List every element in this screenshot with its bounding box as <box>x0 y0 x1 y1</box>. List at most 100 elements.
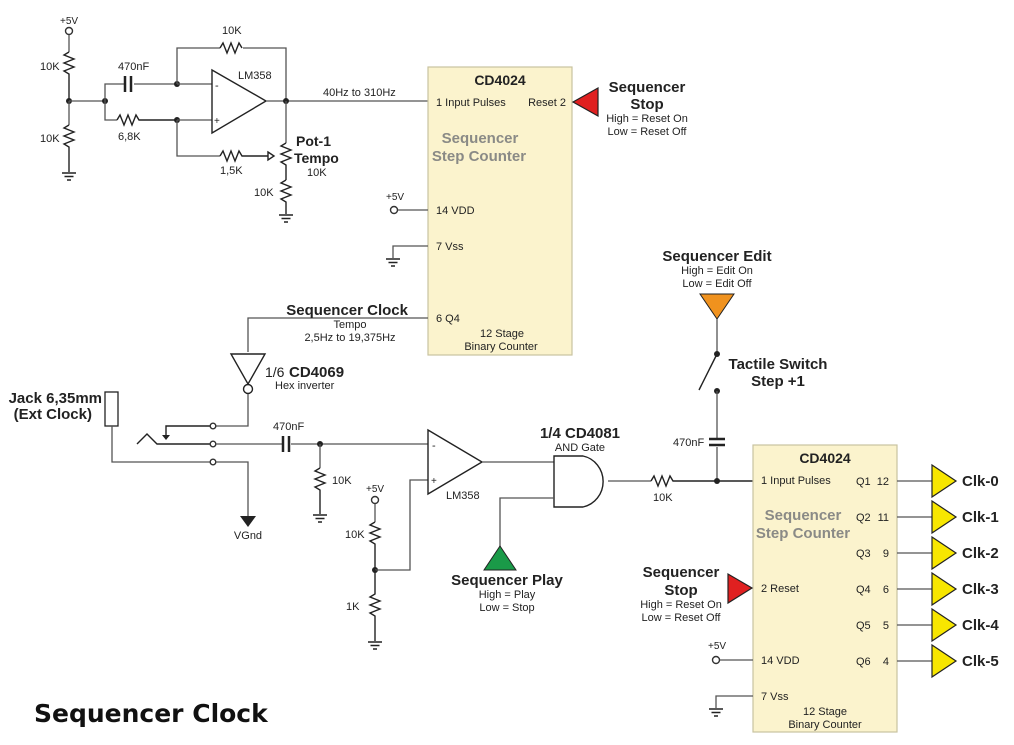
chip-name: CD4024 <box>474 72 526 88</box>
resistor-pot-bottom <box>279 179 293 214</box>
clk-label: Clk-5 <box>962 653 999 670</box>
pin-q-name: Q2 <box>856 512 871 524</box>
capacitor-label: 470nF <box>273 421 304 433</box>
resistor-divider-bottom <box>62 124 76 172</box>
pin-input: 1 Input Pulses <box>436 97 506 109</box>
resistor-label: 10K <box>653 492 673 504</box>
pin-q-name: Q3 <box>856 548 871 560</box>
supply-label: +5V <box>386 192 404 203</box>
pin-number: 11 <box>878 512 889 524</box>
wire <box>215 394 249 427</box>
jack-label-line2: (Ext Clock) <box>14 406 92 423</box>
opamp-minus: - <box>432 440 436 452</box>
chip-body <box>427 66 573 356</box>
jack-terminal <box>209 422 217 430</box>
clk-label: Clk-2 <box>962 545 999 562</box>
tactile-switch-icon[interactable] <box>698 353 718 391</box>
inverter-part: CD4069 <box>289 364 344 381</box>
flag-low: Low = Reset Off <box>608 126 688 138</box>
wire <box>715 695 753 708</box>
opamp-icon <box>427 428 484 496</box>
page-title: Sequencer Clock <box>34 699 269 728</box>
resistor-ref-bottom <box>368 570 382 641</box>
flag-label-line1: Sequencer <box>643 564 720 581</box>
pot-function: Tempo <box>294 150 339 166</box>
output-row: Q5 5 Clk-4 <box>856 607 999 643</box>
input-stage-section: 470nF 10K +5V 10K 1K - + LM358 <box>216 421 554 650</box>
supply-label: +5V <box>60 16 78 27</box>
flag-label: Sequencer Play <box>451 572 563 589</box>
pot-name: Pot-1 <box>296 133 331 149</box>
wire <box>176 47 287 101</box>
pin-reset: Reset 2 <box>528 97 566 109</box>
pin-number: 12 <box>877 476 889 488</box>
pin-input: 1 Input Pulses <box>761 475 831 487</box>
wire <box>104 101 117 121</box>
and-gate-icon <box>553 455 604 508</box>
pin-q-name: Q5 <box>856 620 871 632</box>
resistor-input <box>116 113 177 127</box>
resistor-label: 6,8K <box>118 131 141 143</box>
resistor-label: 10K <box>332 475 352 487</box>
opamp-icon <box>211 68 268 135</box>
clk-flag-icon <box>931 499 958 535</box>
opamp-minus: - <box>215 80 219 92</box>
net-sub: Tempo <box>333 319 366 331</box>
pin-vdd: 14 VDD <box>761 655 800 667</box>
chip-desc-line2: Binary Counter <box>464 341 538 353</box>
clk-label: Clk-0 <box>962 473 999 490</box>
clk-flag-icon <box>931 463 958 499</box>
opamp-plus: + <box>214 116 220 127</box>
capacitor-label: 470nF <box>118 61 149 73</box>
supply-terminal <box>711 655 721 665</box>
resistor-label: 10K <box>345 529 365 541</box>
resistor-pulldown <box>313 467 327 514</box>
wire <box>176 120 220 157</box>
jack-switch-icon <box>165 425 210 436</box>
flag-stop-icon <box>571 86 599 118</box>
potentiometer-tempo <box>279 142 293 180</box>
pot-value: 10K <box>307 167 327 179</box>
opamp-label: LM358 <box>446 490 480 502</box>
pin-number: 5 <box>883 620 889 632</box>
supply-terminal <box>370 495 380 505</box>
supply-terminal <box>389 205 399 215</box>
chip-function-line1: Sequencer <box>765 507 842 524</box>
resistor-gate-output <box>650 474 753 488</box>
capacitor-icon <box>123 76 133 92</box>
ground-icon <box>368 641 382 650</box>
wire <box>375 479 428 571</box>
flag-stop-icon <box>727 572 754 605</box>
resistor-label: 10K <box>254 187 274 199</box>
resistor-tempo <box>219 149 268 163</box>
wire-sequencer-clock <box>247 317 428 352</box>
capacitor-icon <box>281 436 291 452</box>
switch-label-line2: Step +1 <box>751 373 805 390</box>
jack-terminal <box>209 458 217 466</box>
net-label: Sequencer Clock <box>286 302 408 319</box>
pin-q-name: Q4 <box>856 584 871 596</box>
clk-label: Clk-4 <box>962 617 999 634</box>
flag-high: High = Play <box>479 589 536 601</box>
flag-label-line2: Stop <box>664 582 697 599</box>
edit-section: Sequencer Edit High = Edit On Low = Edit… <box>662 248 827 484</box>
flag-label: Sequencer Edit <box>662 248 771 265</box>
pin-reset: 2 Reset <box>761 583 799 595</box>
clk-flag-icon <box>931 607 958 643</box>
wire <box>104 83 177 101</box>
chip-function-line1: Sequencer <box>442 130 519 147</box>
wire <box>216 461 249 516</box>
wiper-arrow-icon <box>267 150 276 162</box>
jack-tip-icon <box>136 433 210 445</box>
pin-q-name: Q6 <box>856 656 871 668</box>
net-range: 2,5Hz to 19,375Hz <box>304 332 395 344</box>
resistor-divider-top <box>62 51 76 101</box>
pin-number: 4 <box>883 656 889 668</box>
wire <box>392 245 428 258</box>
resistor-label: 1K <box>346 601 360 613</box>
gate-part: 1/4 CD4081 <box>540 425 620 442</box>
clk-flag-icon <box>931 535 958 571</box>
